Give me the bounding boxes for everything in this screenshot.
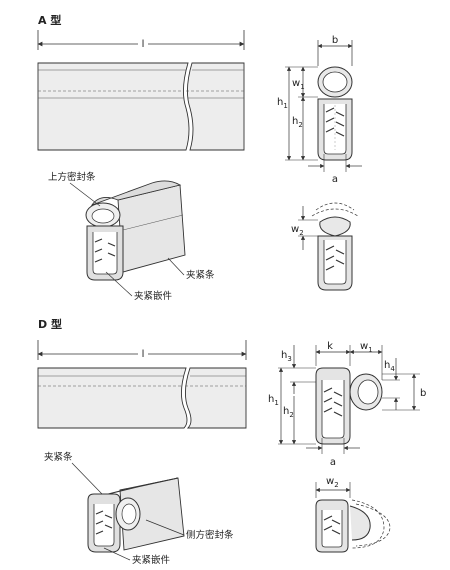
profile-3d-d (87, 477, 185, 553)
dim-w1-a: w1 (292, 78, 305, 91)
dim-b-d: b (420, 388, 426, 399)
dim-h4-d: h4 (384, 360, 395, 373)
cross-section-d (315, 367, 383, 445)
label-clamp-insert-a: 夹紧嵌件 (134, 290, 173, 302)
cross-section-d-deformed: w2 (315, 476, 391, 553)
dim-a-a: a (332, 174, 338, 185)
length-dimension-d: l (37, 340, 247, 360)
dim-a-d: a (330, 457, 336, 468)
dim-b-a: b (332, 35, 338, 46)
dimensions-d: k w1 h3 h1 h2 h4 b a (268, 341, 426, 468)
dim-h1-a: h1 (277, 97, 288, 110)
label-top-seal: 上方密封条 (48, 171, 96, 183)
labels-d: 夹紧条 侧方密封条 夹紧嵌件 (44, 451, 234, 566)
section-a-title: A 型 (38, 13, 61, 27)
dim-w2-d: w2 (326, 476, 339, 489)
profile-3d-a (85, 180, 186, 281)
labels-a: 上方密封条 夹紧条 夹紧嵌件 (48, 171, 215, 302)
dim-h2-d: h2 (283, 406, 294, 419)
strip-side-view-a (37, 62, 245, 151)
label-clamp-insert-d: 夹紧嵌件 (132, 554, 171, 566)
length-label-d: l (142, 349, 145, 360)
length-dimension-a: l (37, 30, 245, 50)
label-clamp-strip-a: 夹紧条 (186, 269, 215, 281)
label-clamp-strip-d: 夹紧条 (44, 451, 73, 463)
dim-h2-a: h2 (292, 116, 303, 129)
dim-w2-a: w2 (291, 224, 304, 237)
dim-h1-d: h1 (268, 394, 279, 407)
cross-section-a-deformed: w2 (291, 202, 359, 291)
length-label-a: l (142, 39, 145, 50)
label-side-seal: 侧方密封条 (186, 529, 234, 541)
cross-section-a (317, 66, 353, 161)
dimensions-a: b w1 h1 h2 a (277, 35, 362, 185)
dim-k-d: k (327, 341, 333, 352)
section-d-title: D 型 (38, 317, 62, 331)
strip-side-view-d (37, 367, 247, 429)
dim-h3-d: h3 (281, 350, 292, 363)
dim-w1-d: w1 (360, 341, 373, 354)
